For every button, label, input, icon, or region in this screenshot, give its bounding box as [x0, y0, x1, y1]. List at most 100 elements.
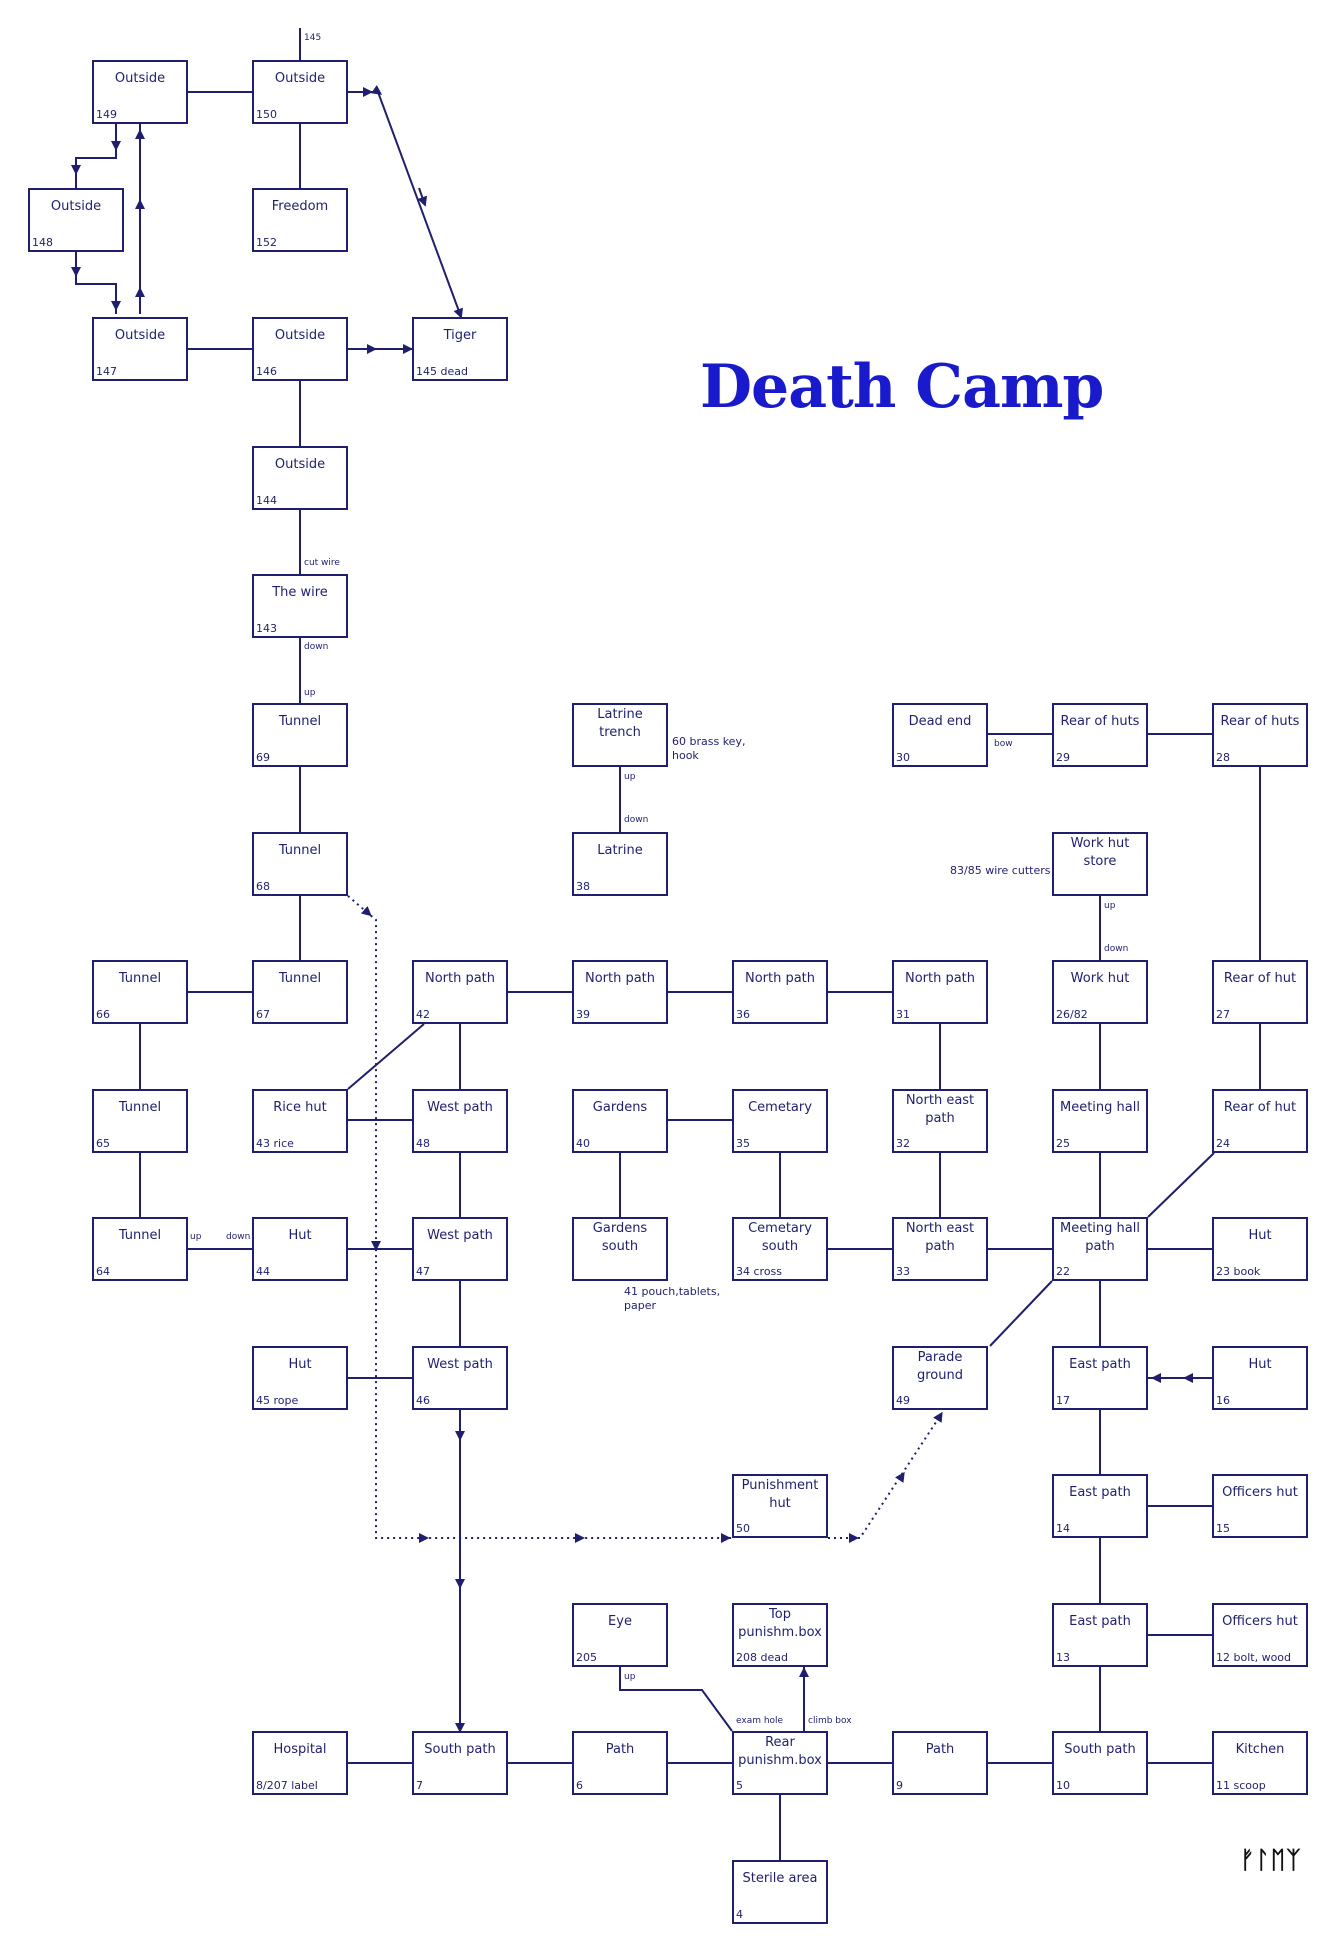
- room-name: Outside: [274, 457, 326, 472]
- connector-label: down: [1104, 944, 1129, 954]
- room-name: Top punishm.box: [738, 1607, 822, 1640]
- room-name: Hut: [1248, 1357, 1272, 1372]
- room-number: 47: [416, 1265, 430, 1278]
- room-number: 24: [1216, 1137, 1230, 1150]
- room-number: 43 rice: [256, 1137, 294, 1150]
- room-number: 31: [896, 1008, 910, 1021]
- room-number: 50: [736, 1522, 750, 1535]
- room-name: Gardens south: [592, 1221, 648, 1254]
- room-number: 16: [1216, 1394, 1230, 1407]
- room-name: Meeting hall: [1060, 1100, 1140, 1115]
- room-number: 208 dead: [736, 1651, 788, 1664]
- room-name: Rear of hut: [1223, 971, 1297, 986]
- room-number: 22: [1056, 1265, 1070, 1278]
- room-name: North path: [424, 971, 496, 986]
- room-number: 35: [736, 1137, 750, 1150]
- room-name: Tunnel: [118, 971, 162, 986]
- connector-label: bow: [994, 739, 1013, 749]
- room-name: Tiger: [443, 328, 477, 343]
- room-name: Tunnel: [278, 843, 322, 858]
- room-number: 46: [416, 1394, 430, 1407]
- room-name: East path: [1069, 1485, 1131, 1500]
- connector-label: exam hole: [736, 1716, 784, 1726]
- room-number: 48: [416, 1137, 430, 1150]
- room-name: Work hut store: [1070, 836, 1130, 869]
- room-number: 5: [736, 1779, 743, 1792]
- room-number: 69: [256, 751, 270, 764]
- room-name: Work hut: [1070, 971, 1130, 986]
- room-name: Officers hut: [1222, 1485, 1298, 1500]
- connector-label: up: [304, 688, 316, 698]
- room-name: Gardens: [592, 1100, 648, 1115]
- room-number: 38: [576, 880, 590, 893]
- room-box: West path 47: [412, 1217, 508, 1281]
- room-number: 143: [256, 622, 277, 635]
- dotted-connector: [828, 1415, 941, 1539]
- room-name: Parade ground: [917, 1350, 963, 1383]
- connector-label: down: [226, 1232, 251, 1242]
- room-number: 149: [96, 108, 117, 121]
- connector: [75, 252, 117, 314]
- room-number: 29: [1056, 751, 1070, 764]
- room-name: West path: [427, 1100, 493, 1115]
- room-number: 28: [1216, 751, 1230, 764]
- room-number: 12 bolt, wood: [1216, 1651, 1292, 1664]
- dotted-arrow: [895, 1471, 905, 1483]
- room-box: Parade ground 49: [892, 1346, 988, 1410]
- room-name: Rear of huts: [1060, 714, 1140, 729]
- room-name: Rear of huts: [1220, 714, 1300, 729]
- room-name: Outside: [114, 328, 166, 343]
- room-name: West path: [427, 1228, 493, 1243]
- connector-label: up: [190, 1232, 202, 1242]
- room-box: Work hut store: [1052, 832, 1148, 896]
- room-number: 8/207 label: [256, 1779, 318, 1792]
- room-box: Tunnel 68: [252, 832, 348, 896]
- room-name: South path: [1064, 1742, 1136, 1757]
- room-number: 34 cross: [736, 1265, 783, 1278]
- room-box: Rear of huts 29: [1052, 703, 1148, 767]
- room-name: Rear of hut: [1223, 1100, 1297, 1115]
- room-box: Gardens south: [572, 1217, 668, 1281]
- item-note: 83/85 wire cutters: [950, 864, 1051, 877]
- room-number: 68: [256, 880, 270, 893]
- room-name: Tunnel: [118, 1100, 162, 1115]
- room-name: North east path: [905, 1221, 975, 1254]
- connector-label: down: [624, 815, 649, 825]
- connector: [75, 124, 117, 188]
- room-number: 49: [896, 1394, 910, 1407]
- room-number: 205: [576, 1651, 597, 1664]
- room-name: East path: [1069, 1614, 1131, 1629]
- room-number: 13: [1056, 1651, 1070, 1664]
- room-name: East path: [1069, 1357, 1131, 1372]
- room-name: North east path: [905, 1093, 975, 1126]
- room-name: Officers hut: [1222, 1614, 1298, 1629]
- room-name: North path: [584, 971, 656, 986]
- room-number: 15: [1216, 1522, 1230, 1535]
- room-name: Rice hut: [273, 1100, 327, 1115]
- room-name: Sterile area: [742, 1871, 818, 1886]
- room-number: 40: [576, 1137, 590, 1150]
- room-box: Officers hut 12 bolt, wood: [1212, 1603, 1308, 1667]
- room-number: 30: [896, 751, 910, 764]
